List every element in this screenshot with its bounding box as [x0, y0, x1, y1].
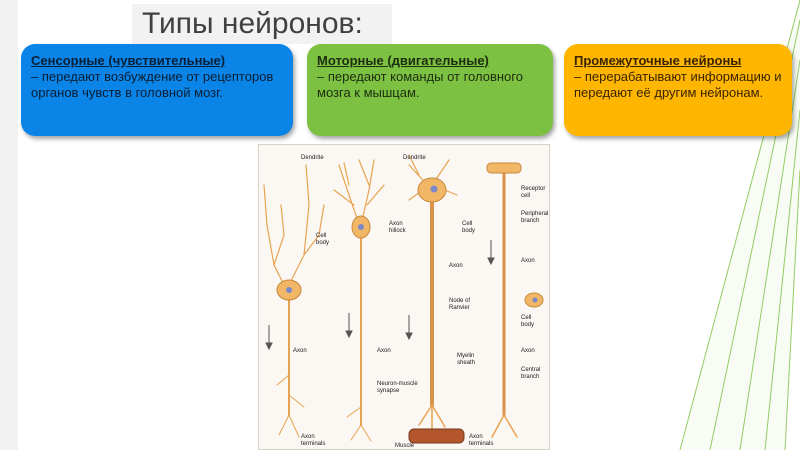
label-axon: Axon [521, 348, 535, 354]
card-body: – перерабатывают информацию и передают е… [574, 69, 782, 100]
label-myelin-sheath: Myelin [457, 353, 474, 359]
label-neuron-muscle-synapse: Neuron-muscle [377, 381, 418, 387]
label-central-branch: Central [521, 367, 540, 373]
left-decorative-band [0, 0, 18, 450]
label-muscle: Muscle [395, 443, 415, 449]
label-axon: Axon [293, 348, 307, 354]
label-dendrite: Dendrite [301, 155, 324, 161]
label-cell-body: Cell [462, 221, 472, 227]
card-body: – передают команды от головного мозга к … [317, 69, 523, 100]
card-body: – передают возбуждение от рецепторов орг… [31, 69, 274, 100]
card-heading: Промежуточные нейроны [574, 53, 742, 68]
sensory-neuron-card: Сенсорные (чувствительные) – передают во… [21, 44, 293, 136]
label-cell-body: body [521, 322, 534, 328]
label-axon: Axon [521, 258, 535, 264]
label-axon-hillock: hillock [389, 228, 407, 234]
label-cell-body: Cell [521, 315, 531, 321]
label-dendrite: Dendrite [403, 155, 426, 161]
label-myelin-sheath: sheath [457, 360, 475, 366]
label-neuron-muscle-synapse: synapse [377, 388, 400, 394]
neuron-types-figure: Dendrite Dendrite Cell body Axon hillock… [258, 144, 550, 450]
label-receptor-cell: Receptor [521, 186, 545, 192]
label-peripheral-branch: branch [521, 218, 539, 224]
label-node-of-ranvier: Ranvier [449, 305, 470, 311]
card-heading: Моторные (двигательные) [317, 53, 489, 68]
label-axon: Axon [377, 348, 391, 354]
motor-neuron-card: Моторные (двигательные) – передают коман… [307, 44, 553, 136]
neuron-illustration: Dendrite Dendrite Cell body Axon hillock… [263, 154, 548, 449]
card-heading: Сенсорные (чувствительные) [31, 53, 226, 68]
label-central-branch: branch [521, 374, 539, 380]
label-axon-hillock: Axon [389, 221, 403, 227]
slide-title: Типы нейронов: [132, 4, 392, 44]
label-axon-terminals: Axon [469, 434, 483, 440]
label-axon: Axon [449, 263, 463, 269]
label-receptor-cell: cell [521, 193, 530, 199]
label-axon-terminals: Axon [301, 434, 315, 440]
label-cell-body: Cell [316, 233, 326, 239]
interneuron-card: Промежуточные нейроны – перерабатывают и… [564, 44, 792, 136]
label-axon-terminals: terminals [469, 441, 493, 447]
label-peripheral-branch: Peripheral [521, 211, 548, 217]
label-node-of-ranvier: Node of [449, 298, 470, 304]
label-axon-terminals: terminals [301, 441, 325, 447]
label-cell-body: body [462, 228, 475, 234]
label-cell-body: body [316, 240, 329, 246]
